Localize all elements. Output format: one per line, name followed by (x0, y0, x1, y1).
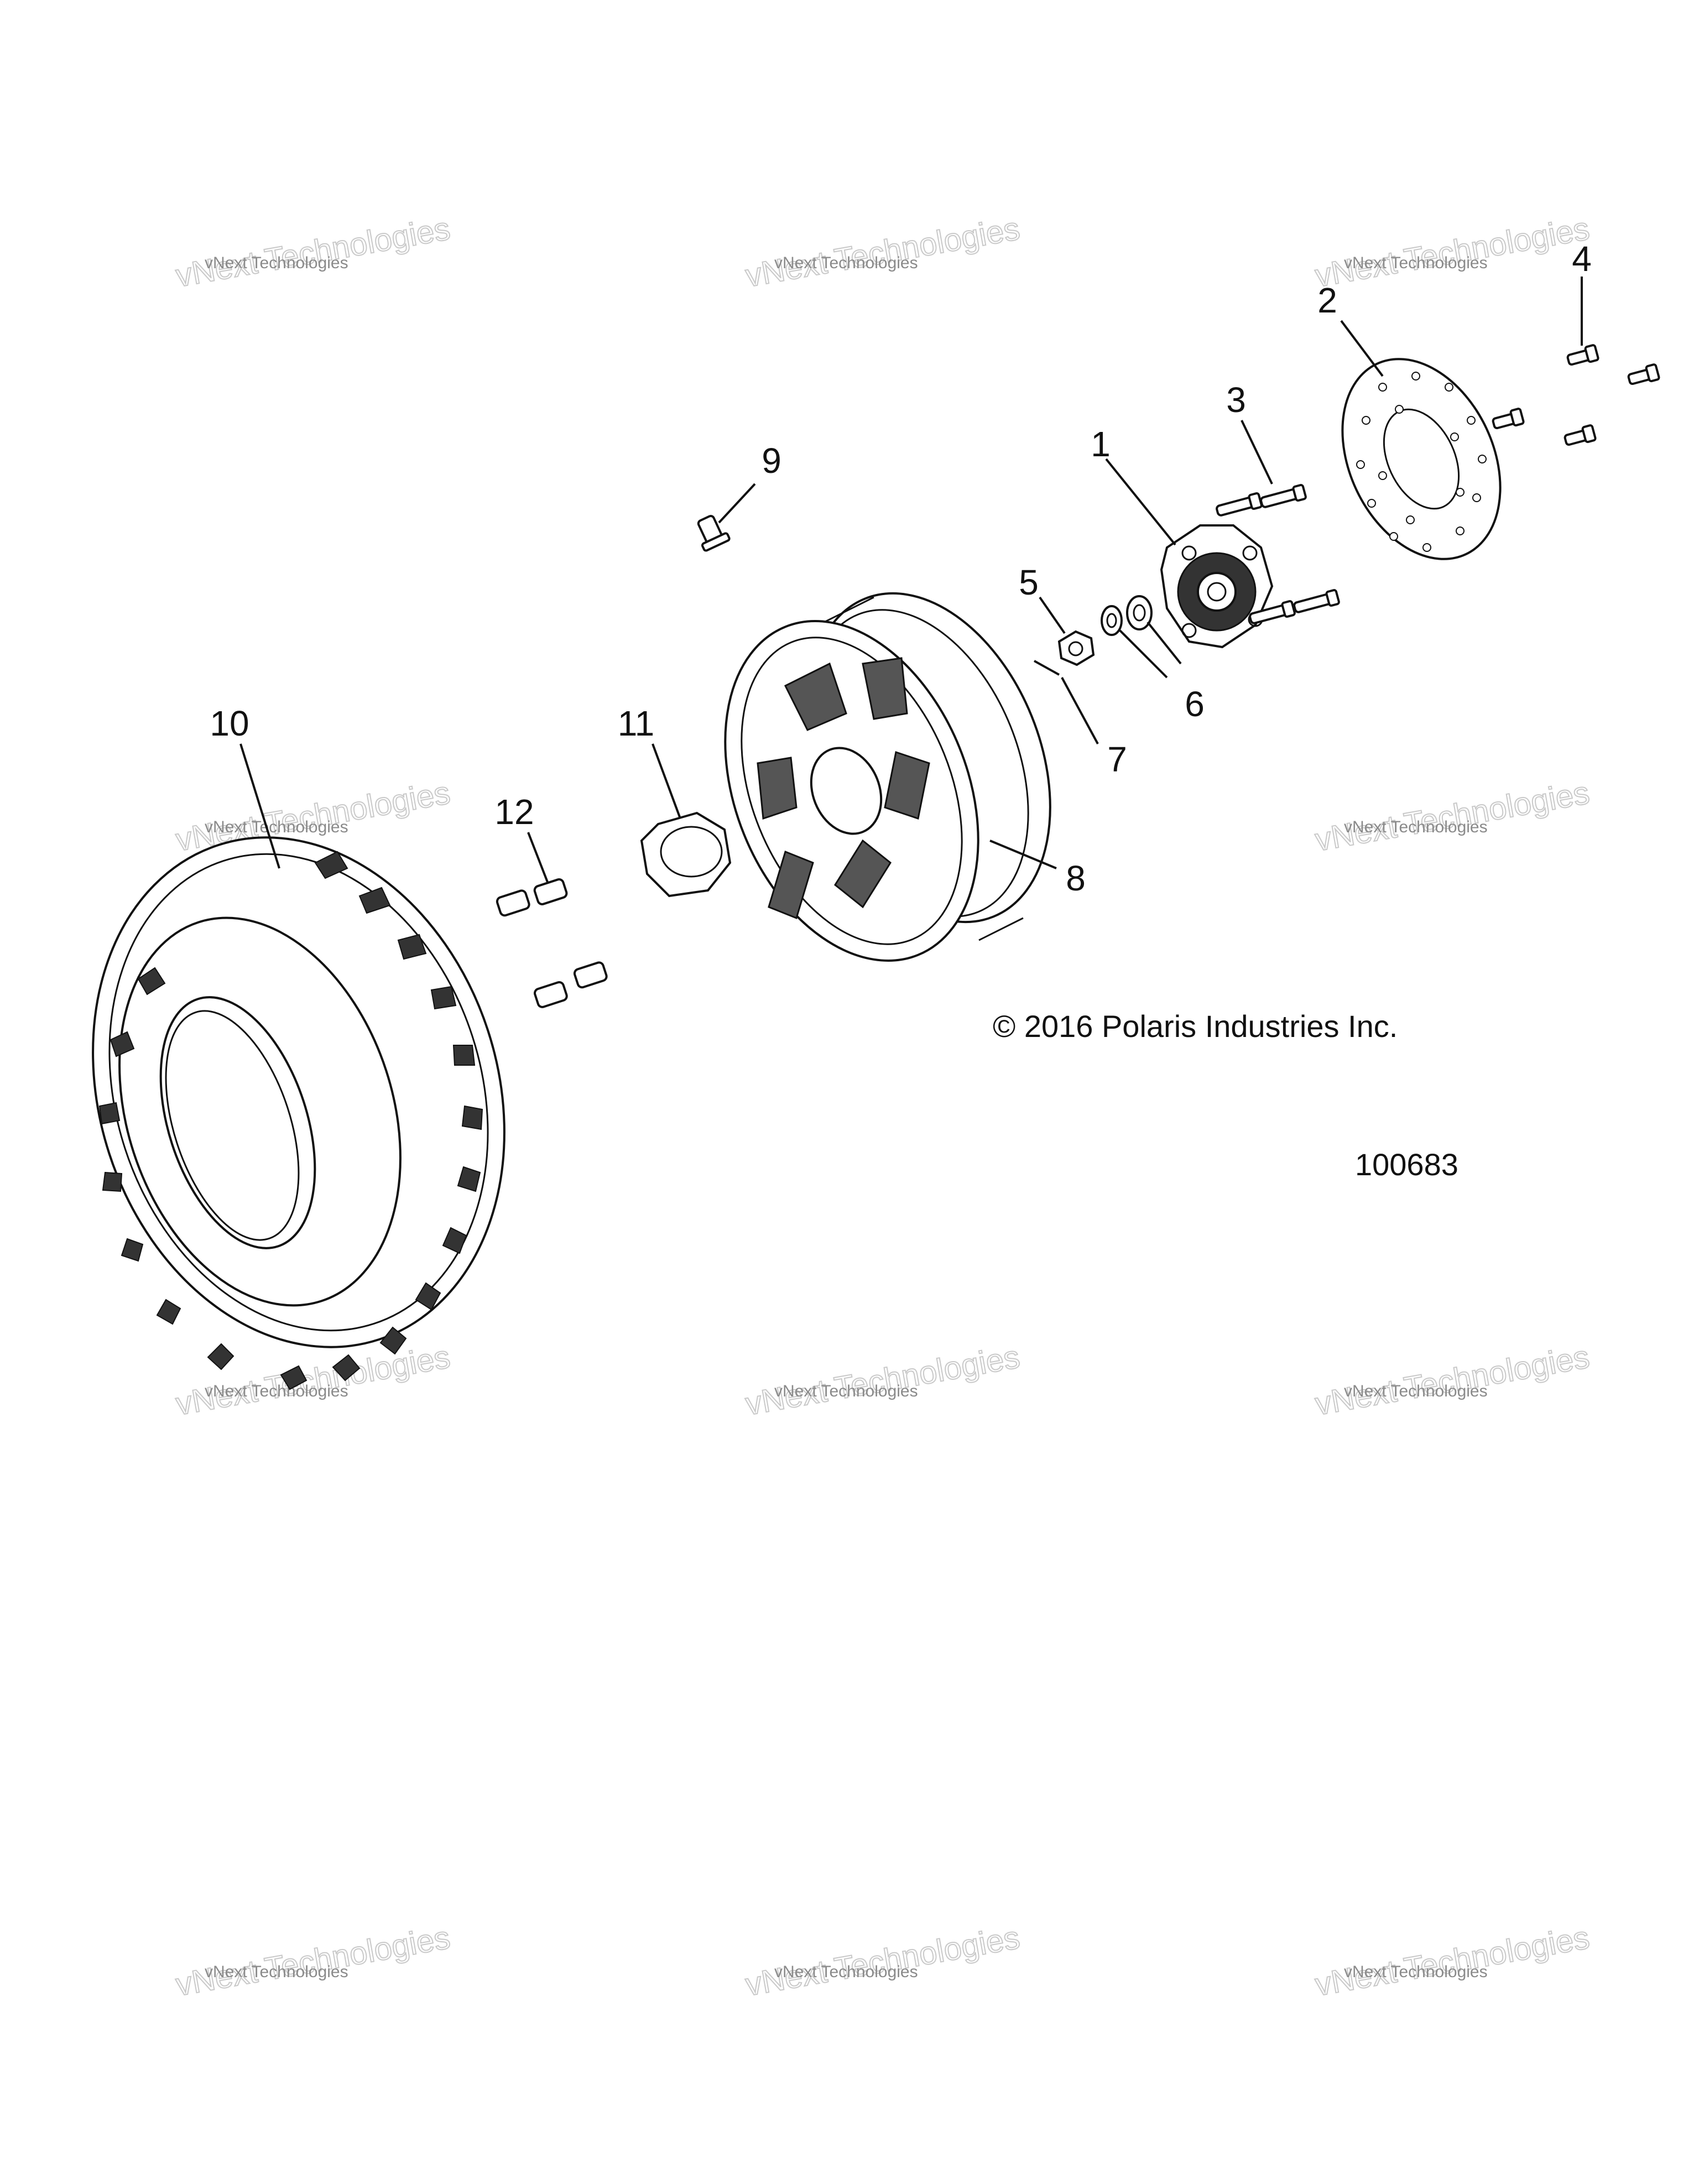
part-tire (92, 836, 505, 1390)
callout-4: 4 (1572, 239, 1592, 279)
watermark-text-large: vNext Technologies (743, 211, 1023, 294)
watermark-text: vNext Technologies (774, 1382, 918, 1400)
part-cotter-pin (1034, 660, 1060, 676)
part-disc-bolts (1492, 344, 1660, 446)
leader-line-5 (1039, 596, 1066, 634)
diagram-id: 100683 (1355, 1147, 1458, 1182)
leader-line-2 (1340, 320, 1384, 377)
watermark-tile: vNext Technologies vNext Technologies (1312, 774, 1593, 859)
watermark-tile: vNext Technologies vNext Technologies (173, 1919, 454, 2004)
watermark-tile: vNext Technologies vNext Technologies (742, 210, 1023, 295)
leader-line-10 (239, 743, 280, 869)
watermark-text: vNext Technologies (1344, 818, 1488, 836)
leader-line-3 (1241, 420, 1273, 484)
callout-11: 11 (618, 703, 654, 743)
callout-12: 12 (494, 792, 534, 832)
part-wheel-rim (724, 592, 1051, 962)
callout-5: 5 (1019, 562, 1039, 602)
watermark-tile: vNext Technologies vNext Technologies (742, 1919, 1023, 2004)
callout-8: 8 (1066, 858, 1086, 898)
watermark-text-large: vNext Technologies (743, 1920, 1023, 2003)
watermark-text: vNext Technologies (205, 1382, 348, 1400)
watermark-text: vNext Technologies (774, 254, 918, 272)
watermark-tile: vNext Technologies vNext Technologies (742, 1338, 1023, 1423)
part-washers (1101, 595, 1153, 636)
callout-2: 2 (1317, 280, 1337, 320)
leader-line-7 (1061, 677, 1099, 744)
watermark-text: vNext Technologies (205, 1963, 348, 1981)
watermark-text: vNext Technologies (774, 1963, 918, 1981)
watermark-text-large: vNext Technologies (1312, 775, 1592, 858)
callout-6: 6 (1185, 684, 1205, 724)
part-valve-stem (697, 514, 731, 552)
watermark-text: vNext Technologies (1344, 254, 1488, 272)
callout-9: 9 (762, 441, 781, 481)
watermark-text-large: vNext Technologies (1312, 1920, 1592, 2003)
callout-10: 10 (210, 703, 249, 743)
part-brake-disc (1341, 358, 1502, 560)
leader-lines (239, 277, 1583, 883)
callout-1: 1 (1091, 424, 1111, 464)
part-center-cap (640, 811, 732, 898)
watermark-text-large: vNext Technologies (1312, 1339, 1592, 1422)
leader-line-6b (1146, 621, 1182, 665)
leader-line-1 (1105, 458, 1176, 546)
callout-3: 3 (1226, 380, 1246, 420)
watermark-tile: vNext Technologies vNext Technologies (1312, 1919, 1593, 2004)
watermark-text-large: vNext Technologies (743, 1339, 1023, 1422)
watermark-text-large: vNext Technologies (1312, 211, 1592, 294)
watermark-tile: vNext Technologies vNext Technologies (1312, 1338, 1593, 1423)
watermark-text: vNext Technologies (1344, 1382, 1488, 1400)
part-castle-nut (1057, 630, 1095, 666)
leader-line-12 (527, 832, 549, 883)
leader-line-6a (1119, 629, 1168, 679)
watermark-tile: vNext Technologies vNext Technologies (1312, 210, 1593, 295)
callout-labels: 1 2 3 4 5 6 7 8 9 10 11 12 (210, 239, 1591, 898)
watermark-text-large: vNext Technologies (173, 1920, 453, 2003)
watermark-text: vNext Technologies (205, 254, 348, 272)
leader-line-9 (718, 483, 756, 524)
part-hub (1160, 524, 1274, 649)
watermark-text-large: vNext Technologies (173, 211, 453, 294)
watermark-tile: vNext Technologies vNext Technologies (173, 210, 454, 295)
part-hub-bolts (1216, 484, 1340, 624)
copyright-text: © 2016 Polaris Industries Inc. (993, 1009, 1398, 1044)
leader-line-8 (989, 840, 1057, 869)
part-lug-nuts (496, 878, 608, 1008)
watermark-text: vNext Technologies (205, 818, 348, 836)
callout-7: 7 (1107, 739, 1127, 779)
watermark-text: vNext Technologies (1344, 1963, 1488, 1981)
leader-line-11 (652, 743, 681, 819)
